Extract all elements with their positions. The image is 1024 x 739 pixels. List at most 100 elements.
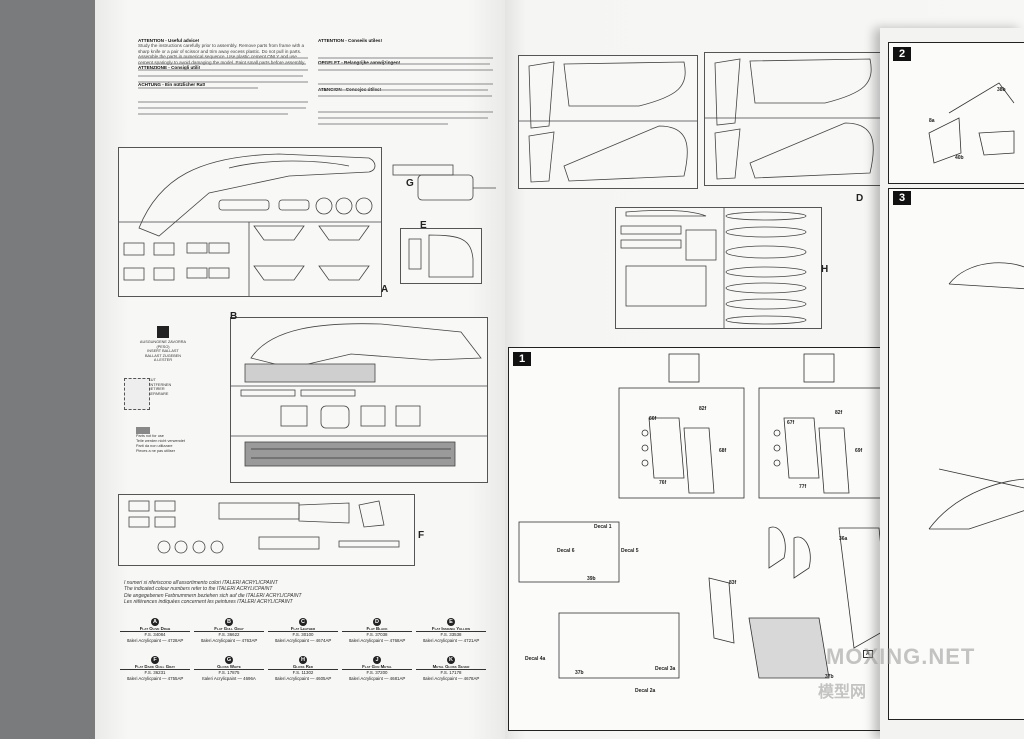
- sprue-d-parts: [705, 58, 881, 180]
- colour-e-fs: F.S. 33538: [440, 632, 462, 638]
- sprue-h-letter: H: [821, 264, 829, 275]
- sprue-e-parts: [408, 234, 474, 278]
- ballast-note-line-2: INSERT BALLAST: [147, 349, 179, 353]
- attention-fr-heading: ATTENTION - Conseils utiles!: [318, 38, 382, 43]
- decal-2a-label: Decal 2a: [635, 688, 656, 694]
- colour-a-fs: F.S. 34084: [144, 632, 166, 638]
- decal-3a-label: Decal 3a: [655, 666, 676, 672]
- part-40b-label: 40b: [955, 155, 964, 161]
- colour-e-code: E: [447, 618, 455, 626]
- cut-note: CUT ENTFERNEN RETIRER SEPARARE: [124, 378, 172, 410]
- colour-g-name: Gloss White: [194, 664, 264, 671]
- ballast-note-line-3: BALLAST ZUGEBEN: [144, 353, 181, 358]
- colour-j-paint: Italeri Acrylicpaint — 4681AP: [348, 675, 406, 681]
- colour-j-name: Flat Gun Metal: [342, 664, 412, 671]
- colour-b-code: B: [225, 618, 233, 626]
- sprue-f-frame: [118, 494, 415, 566]
- watermark-text: MOXING.NET: [826, 644, 976, 669]
- sprue-f-parts: [128, 500, 400, 554]
- sprue-a-letter: A: [381, 284, 389, 295]
- sprue-h-frame: [615, 207, 822, 329]
- colour-c-fs: F.S. 30100: [292, 632, 314, 638]
- ballast-note: AUSGUNGENE ZAVORRA (PESO) INSERT BALLAST…: [138, 326, 188, 363]
- colour-k-name: Metal Gloss Silver: [416, 664, 486, 671]
- sprue-a-frame: [118, 147, 382, 297]
- colour-k-paint: Italeri Acrylicpaint — 4678AP: [422, 675, 480, 681]
- colour-k-fs: F.S. 17178: [440, 670, 462, 676]
- part-83f-label: 83f: [729, 580, 737, 586]
- cut-note-line-4: SEPARARE: [148, 391, 169, 396]
- ballast-note-line-1: AUSGUNGENE ZAVORRA (PESO): [139, 340, 187, 349]
- sprue-c-parts: [519, 61, 697, 183]
- colour-c-code: C: [299, 618, 307, 626]
- attenzione-it-heading: ATTENZIONE - Consigli utili!: [138, 65, 201, 71]
- sprue-e-frame: [400, 228, 482, 284]
- achtung-de-heading: ACHTUNG - Ein nützlicher Rat!: [138, 82, 206, 88]
- step-3-drawing: [928, 262, 1024, 530]
- not-for-use-line-3: Parti da non utilizzare: [136, 444, 173, 448]
- colour-intro-line-it: I numeri si riferiscono all'assortimento…: [124, 580, 278, 586]
- part-36a-label: 36a: [839, 536, 848, 542]
- step-2-drawing: [928, 82, 1015, 164]
- cut-icon: [124, 378, 150, 410]
- colour-h-code: H: [299, 656, 307, 664]
- colour-f-paint: Italeri Acrylicpaint — 4755AP: [126, 675, 184, 681]
- decal-5-label: Decal 5: [621, 548, 639, 554]
- colour-b-name: Flat Gull Gray: [194, 626, 264, 633]
- part-82f-right-label: 82f: [835, 410, 843, 416]
- colour-k-code: K: [447, 656, 455, 664]
- colour-j-fs: F.S. 37200: [366, 670, 388, 676]
- colour-a-name: Flat Olive Drab: [120, 626, 190, 633]
- colour-a-code: A: [151, 618, 159, 626]
- colour-f-code: F: [151, 656, 159, 664]
- colour-e-name: Flat Insignia Yellow: [416, 626, 486, 633]
- step-1-number: 1: [513, 352, 531, 366]
- colour-h-fs: F.S. 11302: [292, 670, 314, 676]
- part-66f-label: 66f: [649, 416, 657, 422]
- sprue-c-frame: [518, 55, 698, 189]
- colour-b-paint: Italeri Acrylicpaint — 4763AP: [200, 637, 258, 643]
- colour-h-paint: Italeri Acrylicpaint — 4605AP: [274, 675, 332, 681]
- sprue-e-letter: E: [420, 220, 427, 231]
- atencion-es-heading: ATENCION - Consejos útiles!: [318, 86, 382, 92]
- ballast-note-line-4: A LESTER: [153, 358, 173, 362]
- attention-fr: ATTENTION - Conseils utiles! OPGELET - B…: [318, 38, 493, 92]
- step-2-box: 2 38b 8a 40b: [888, 42, 1024, 184]
- sprue-d-frame: [704, 52, 882, 186]
- not-for-use-note: Parts not for use Teile werden nicht ver…: [136, 427, 185, 454]
- view-a-marker: A: [863, 650, 873, 658]
- step-2-number: 2: [893, 47, 911, 61]
- colour-a-paint: Italeri Acrylicpaint — 4728AP: [126, 637, 184, 643]
- sprue-a-parts: [119, 153, 381, 296]
- cut-note-line-2: ENTFERNEN: [148, 382, 172, 387]
- part-67f-label: 67f: [787, 420, 795, 426]
- sprue-b-letter: B: [230, 311, 238, 322]
- part-39b-label: 39b: [587, 576, 596, 582]
- sprue-g-part: [392, 164, 496, 201]
- colour-e-paint: Italeri Acrylicpaint — 4721AP: [422, 637, 480, 643]
- opgelet-nl-heading: OPGELET - Belangrijke aanwijzingen!: [318, 59, 401, 65]
- part-8a-label: 8a: [929, 118, 935, 124]
- part-76f-label: 76f: [659, 480, 667, 486]
- colour-d-paint: Italeri Acrylicpaint — 4768AP: [348, 637, 406, 643]
- step-1-drawing: [518, 353, 890, 679]
- colour-c-name: Flat Leather: [268, 626, 338, 633]
- sprue-h-parts: [620, 208, 807, 328]
- part-82f-left-label: 82f: [699, 406, 707, 412]
- colour-j-code: J: [373, 656, 381, 664]
- colour-g-paint: Italeri Acrylicpaint — 4696A: [202, 675, 256, 681]
- sprue-b-parts: [231, 323, 487, 467]
- sprue-b-frame: [230, 317, 488, 483]
- colour-f-fs: F.S. 36231: [144, 670, 166, 676]
- colour-d-code: D: [373, 618, 381, 626]
- ballast-icon: [157, 326, 169, 338]
- part-77f-label: 77f: [799, 484, 807, 490]
